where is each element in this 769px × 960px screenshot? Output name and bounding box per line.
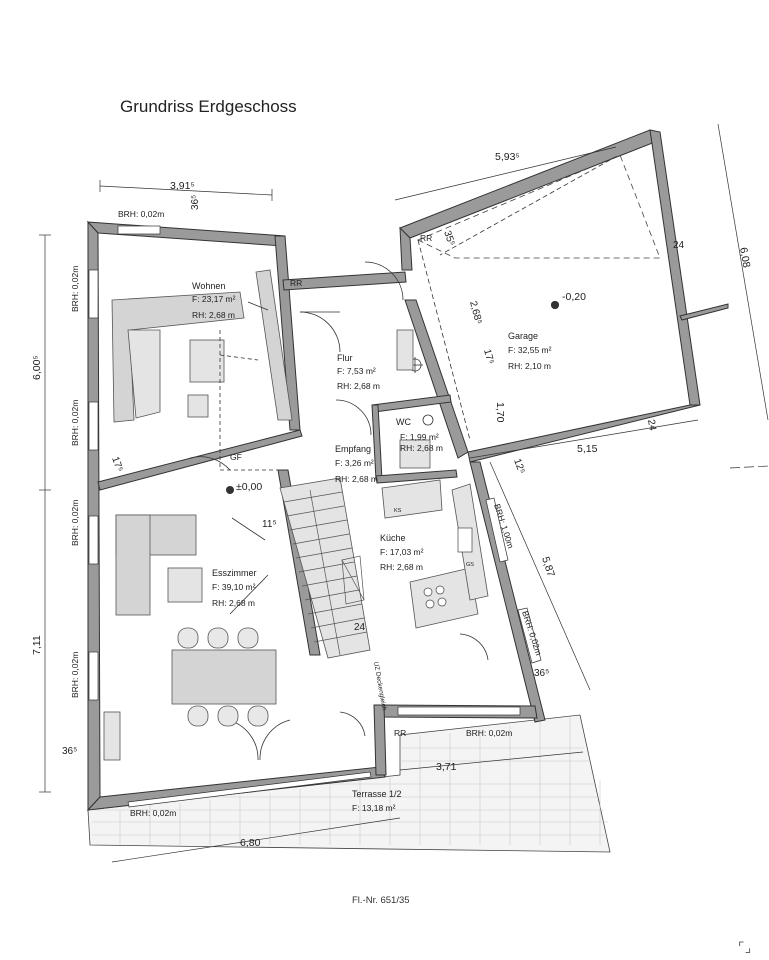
room-name: Wohnen <box>192 281 225 291</box>
brh-label: BRH: 0,02m <box>70 266 80 312</box>
dim-text: 3,91⁵ <box>170 180 195 192</box>
room-height: RH: 2,68 m <box>212 598 255 608</box>
dim-text: 36⁵ <box>62 746 77 757</box>
rr-label: RR <box>420 233 432 243</box>
room-name: WC <box>396 417 411 427</box>
garage-lines <box>417 154 661 441</box>
room-wc: WC F: 1,99 m² RH: 2,68 m <box>396 417 443 453</box>
gs-label: GS <box>466 562 474 568</box>
room-area: F: 1,99 m² <box>400 432 439 442</box>
level-label: ±0,00 <box>236 481 262 493</box>
room-height: RH: 2,10 m <box>508 361 551 371</box>
leader-lines <box>219 301 290 615</box>
dim-text: 5,93⁵ <box>495 151 520 163</box>
room-area: F: 3,26 m² <box>335 458 374 468</box>
room-area: F: 23,17 m² <box>192 294 236 304</box>
room-esszimmer: Esszimmer F: 39,10 m² RH: 2,68 m <box>212 568 257 608</box>
dim-text: 5,15 <box>577 443 598 455</box>
room-area: F: 39,10 m² <box>212 582 256 592</box>
plan-title: Grundriss Erdgeschoss <box>120 97 297 116</box>
brh-label: BRH: 0,02m <box>466 728 512 738</box>
room-kueche: Küche F: 17,03 m² RH: 2,68 m <box>380 533 424 572</box>
dim-text: 2,68⁵ <box>467 300 484 326</box>
dim-text: 6,00⁵ <box>31 355 43 380</box>
dim-text: 12⁵ <box>511 457 527 475</box>
dim-text: 24 <box>354 622 366 633</box>
rr-label: RR <box>394 728 406 738</box>
dim-text: 6,08 <box>737 246 752 268</box>
level-markers <box>226 301 559 494</box>
room-garage: Garage F: 32,55 m² RH: 2,10 m <box>508 331 552 371</box>
dim-text: 6,80 <box>240 837 261 849</box>
terrace-paving <box>87 714 611 853</box>
room-terrasse: Terrasse 1/2 F: 13,18 m² <box>352 789 402 813</box>
brh-label: BRH: 0,02m <box>70 500 80 546</box>
room-height: RH: 2,68 m <box>335 474 378 484</box>
dim-text: 36⁵ <box>190 195 201 210</box>
dim-text: 7,11 <box>31 635 43 655</box>
level-label: -0,20 <box>562 291 586 303</box>
dim-text: 3,71 <box>436 761 457 773</box>
bracket-icon: ⌜⌟ <box>738 940 752 956</box>
dim-text: 24 <box>645 419 658 432</box>
windows <box>88 225 542 808</box>
room-name: Terrasse 1/2 <box>352 789 402 799</box>
dim-text: 24 <box>673 240 685 251</box>
room-area: F: 32,55 m² <box>508 345 552 355</box>
room-name: Garage <box>508 331 538 341</box>
brh-label: BRH: 0,02m <box>118 209 164 219</box>
brh-label: BRH: 0,02m <box>70 400 80 446</box>
dim-text: 1,70 <box>494 402 506 423</box>
room-name: Esszimmer <box>212 568 257 578</box>
furniture <box>103 269 489 761</box>
dim-text: 17⁵ <box>109 455 125 473</box>
dim-text: 5,87 <box>539 555 557 578</box>
ks-label: KS <box>394 508 402 514</box>
gf-label: GF <box>230 452 242 462</box>
room-name: Flur <box>337 353 353 363</box>
room-height: RH: 2,68 m <box>192 310 235 320</box>
footer-plot-number: Fl.-Nr. 651/35 <box>352 895 410 906</box>
room-wohnen: Wohnen F: 23,17 m² RH: 2,68 m <box>192 281 236 320</box>
brh-label: BRH: 0,02m <box>70 652 80 698</box>
dim-text: 17⁵ <box>481 348 496 366</box>
stair-note: UZ Deckengleich <box>372 661 388 711</box>
room-name: Küche <box>380 533 406 543</box>
room-flur: Flur F: 7,53 m² RH: 2,68 m <box>337 353 380 391</box>
brh-label: BRH: 0,02m <box>130 808 176 818</box>
room-area: F: 13,18 m² <box>352 803 396 813</box>
room-area: F: 17,03 m² <box>380 547 424 557</box>
room-name: Empfang <box>335 444 371 454</box>
room-height: RH: 2,68 m <box>380 562 423 572</box>
room-height: RH: 2,68 m <box>337 381 380 391</box>
rr-label: RR <box>290 278 302 288</box>
dim-text: 36⁵ <box>534 668 549 679</box>
dim-text: 11⁵ <box>262 519 277 530</box>
room-empfang: Empfang F: 3,26 m² RH: 2,68 m <box>335 444 378 484</box>
doors <box>189 261 489 761</box>
room-area: F: 7,53 m² <box>337 366 376 376</box>
dimension-lines <box>39 123 769 863</box>
room-height: RH: 2,68 m <box>400 443 443 453</box>
dim-text: 35⁵ <box>441 229 457 247</box>
staircase <box>279 477 371 659</box>
